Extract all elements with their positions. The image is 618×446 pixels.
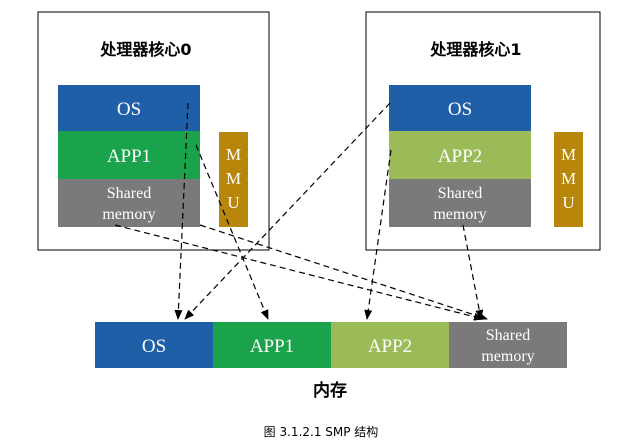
core-0-app-label: APP1	[107, 146, 151, 167]
core-1-mmu-letter-1: M	[561, 145, 576, 164]
core-1-box: 处理器核心1 OS APP2 Shared memory M M U	[365, 11, 601, 251]
core-0-mmu-letter-2: M	[226, 169, 241, 188]
core-1-shared-block: Shared memory	[389, 179, 531, 227]
memory-shared-label-line1: Shared	[486, 327, 530, 344]
core-0-mmu: M M U	[219, 132, 248, 227]
core-1-shared-label-line1: Shared	[438, 185, 482, 202]
core-1-mmu-letter-3: U	[562, 193, 574, 212]
arrow-core1-app2-to-mem-app2	[364, 149, 392, 320]
memory-os-rect	[95, 322, 213, 368]
core-0-shared-label-line1: Shared	[107, 185, 151, 202]
core-0-shared-rect	[58, 179, 200, 227]
core-1-mmu: M M U	[554, 132, 583, 227]
core-1-title: 处理器核心1	[429, 40, 521, 59]
core-0-os-label: OS	[117, 99, 141, 120]
memory-os-label: OS	[142, 336, 166, 357]
mapping-arrows	[114, 102, 488, 321]
core-1-app-block: APP2	[389, 131, 531, 179]
core-1-shared-rect	[389, 179, 531, 227]
core-1-shared-label-line2: memory	[433, 206, 486, 223]
core-1-os-block: OS	[389, 85, 531, 131]
core-0-shared-label-line2: memory	[102, 206, 155, 223]
core-0-box: 处理器核心0 OS APP1 Shared memory M M U	[37, 11, 270, 251]
core-0-mmu-letter-1: M	[226, 145, 241, 164]
core-1-os-label: OS	[448, 99, 472, 120]
core-1-mmu-rect	[554, 132, 583, 227]
arrow-core0-app1-to-mem-app1	[195, 144, 269, 320]
memory-shared-label-line2: memory	[481, 348, 534, 365]
memory-shared-rect	[449, 322, 567, 368]
core-1-app-label: APP2	[438, 146, 482, 167]
core-0-app-rect	[58, 131, 200, 179]
figure-caption: 图 3.1.2.1 SMP 结构	[264, 424, 379, 439]
memory-app2-rect	[331, 322, 449, 368]
arrow-core0-os-to-mem-os	[174, 102, 189, 320]
core-1-mmu-letter-2: M	[561, 169, 576, 188]
memory-bar: OS APP1 APP2 Shared memory	[95, 322, 567, 368]
core-0-os-block: OS	[58, 85, 200, 131]
memory-app2-label: APP2	[368, 336, 412, 357]
arrow-core0-shared-to-mem-shared-2	[199, 224, 488, 320]
core-1-os-rect	[389, 85, 531, 131]
memory-app1-label: APP1	[250, 336, 294, 357]
core-0-app-block: APP1	[58, 131, 200, 179]
core-0-title: 处理器核心0	[99, 40, 191, 59]
memory-app1-rect	[213, 322, 331, 368]
memory-title: 内存	[313, 380, 347, 401]
core-1-app-rect	[389, 131, 531, 179]
arrow-core1-shared-to-mem-shared	[462, 224, 484, 320]
core-0-os-rect	[58, 85, 200, 131]
core-0-shared-block: Shared memory	[58, 179, 200, 227]
core-0-mmu-letter-3: U	[227, 193, 239, 212]
arrow-core0-shared-to-mem-shared	[114, 224, 484, 321]
